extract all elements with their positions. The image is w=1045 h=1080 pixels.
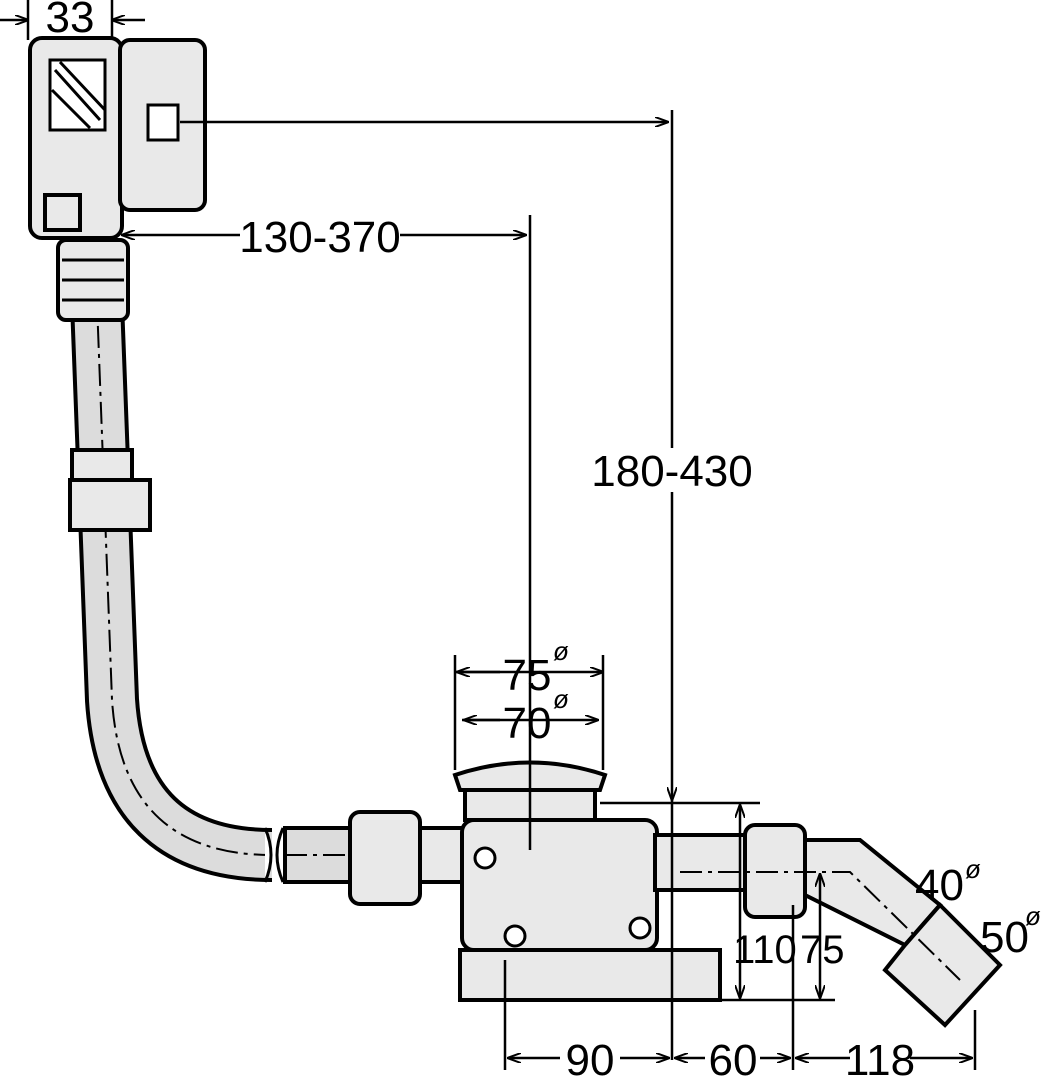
pipe-clamp (68, 478, 152, 532)
overflow-pipe (68, 248, 470, 884)
label-75: 75 (800, 928, 845, 972)
diameter-symbol: ø (553, 684, 569, 714)
label-118: 118 (845, 1036, 915, 1080)
label-40-diameter: 40 (915, 861, 964, 910)
label-33: 33 (46, 0, 95, 42)
label-70-diameter: 70 (503, 699, 552, 748)
label-180-430: 180-430 (591, 447, 752, 496)
screw-icon (503, 924, 527, 948)
diameter-symbol: ø (965, 854, 981, 884)
label-50-diameter: 50 (980, 913, 1029, 962)
trap-base (458, 948, 722, 1002)
overflow-head (28, 36, 207, 322)
union-nut-left (348, 810, 422, 906)
diameter-symbol: ø (1025, 901, 1041, 931)
pipe-break-symbol (263, 827, 285, 883)
label-90: 90 (566, 1036, 615, 1080)
dimension-labels: 33 130-370 180-430 75 ø 70 ø 40 ø 50 ø 1… (46, 0, 1041, 1080)
label-130-370: 130-370 (239, 213, 400, 262)
label-110: 110 (733, 928, 797, 972)
label-60: 60 (709, 1036, 758, 1080)
label-75-diameter: 75 (503, 651, 552, 700)
screw-icon (628, 916, 652, 940)
diameter-symbol: ø (553, 636, 569, 666)
screw-icon (473, 846, 497, 870)
